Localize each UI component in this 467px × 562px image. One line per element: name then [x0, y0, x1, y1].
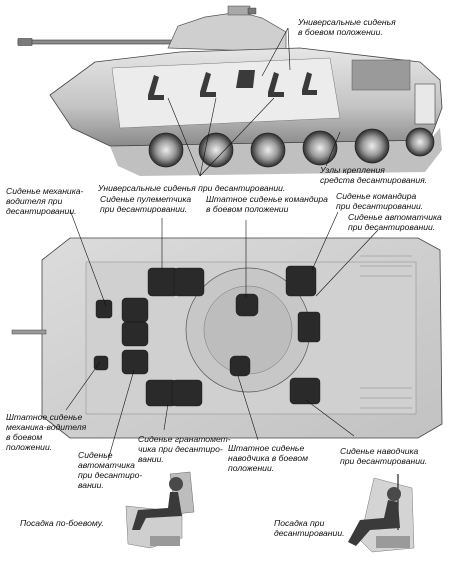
- label-commander-seat-landing: Сиденье командира при десантировании.: [336, 191, 424, 211]
- label-universal-combat: Универсальные сиденья в боевом положении…: [298, 17, 396, 37]
- label-grenadier-seat-landing: Сиденье гранатомет- чика при десантиро- …: [138, 434, 231, 464]
- label-rifleman-seat-landing-left: Сиденье автоматчика при десантиро- вании…: [78, 450, 143, 490]
- top-seats: [93, 265, 321, 407]
- label-mount-nodes: Узлы крепления средств десантирования.: [320, 165, 428, 185]
- side-view-vehicle: [17, 5, 443, 177]
- posture-combat-figure: [125, 471, 195, 549]
- side-leader-lines: [167, 27, 341, 177]
- road-wheels: [148, 127, 435, 168]
- top-leader-lines: [65, 209, 379, 461]
- label-posture-combat: Посадка по-боевому.: [20, 518, 104, 528]
- label-mg-seat-landing: Сиденье пулеметчика при десантировании.: [100, 194, 192, 214]
- label-rifleman-seat-landing-right: Сиденье автоматчика при десантировании.: [348, 212, 442, 232]
- label-driver-standard-combat: Штатное сиденье механика-водителя в боев…: [6, 412, 87, 452]
- label-driver-seat-landing: Сиденье механика- водителя при десантиро…: [6, 186, 84, 216]
- turret: [167, 11, 287, 53]
- label-universal-landing: Универсальные сиденья при десантировании…: [98, 183, 286, 193]
- posture-landing-figure: [348, 474, 415, 553]
- label-gunner-seat-landing: Сиденье наводчика при десантировании.: [340, 446, 428, 466]
- label-commander-standard-combat: Штатное сиденье командира в боевом полож…: [206, 194, 328, 214]
- side-seats: [148, 70, 317, 100]
- label-gunner-standard-combat: Штатное сиденье наводчика в боевом полож…: [228, 443, 309, 473]
- label-posture-landing: Посадка при десантировании.: [274, 518, 345, 538]
- engine-grille: [360, 255, 412, 409]
- gun-barrel: [17, 39, 189, 45]
- hull-cutaway: [111, 57, 341, 129]
- top-view-vehicle: [11, 209, 443, 461]
